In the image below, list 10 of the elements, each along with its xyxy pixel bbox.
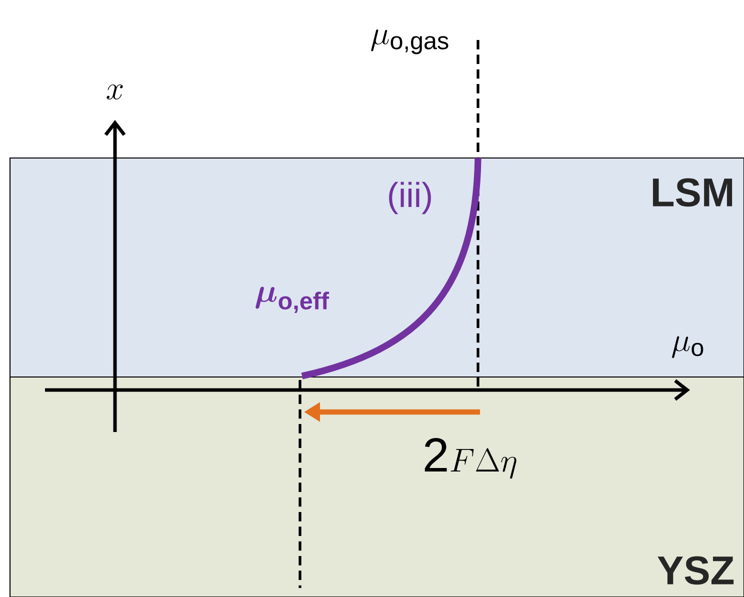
- layer-band: [9, 157, 744, 378]
- axis-label: $\mu_{\textnormal{o}}$: [672, 336, 704, 358]
- shift-label: $\textnormal{2}F\Delta\eta$: [424, 438, 516, 479]
- layer-band: [9, 376, 744, 597]
- curve-label: $\boldsymbol{\mu}_{\textbf{o,eff}}$: [256, 286, 330, 314]
- layer-label: YSZ: [658, 556, 734, 585]
- axis-label: $x$: [106, 84, 123, 100]
- curve-label: (iii): [389, 182, 431, 214]
- layer-label: LSM: [652, 178, 732, 207]
- axis-label: $\mu_{\textnormal{o,gas}}$: [371, 30, 448, 54]
